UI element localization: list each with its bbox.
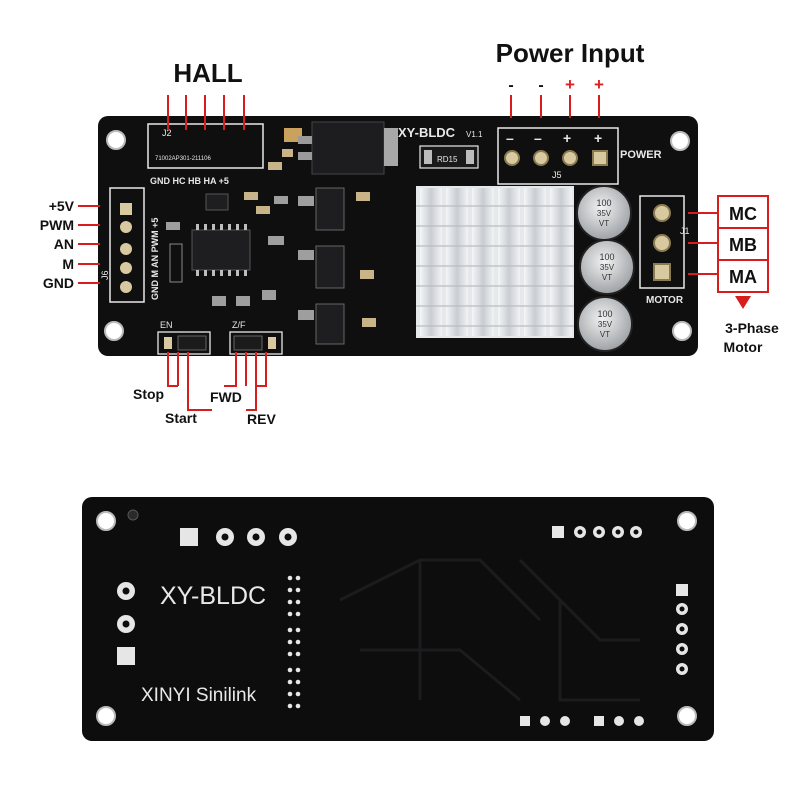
power-sign: + [594, 75, 604, 94]
power-input-title: Power Input [496, 38, 645, 68]
j1-terminal-outline [639, 195, 685, 289]
svg-text:VT: VT [599, 219, 609, 228]
mount-hole [672, 321, 692, 341]
motor-caption-line1: 3-Phase [725, 320, 779, 336]
bottom-board: XY-BLDC XINYI Sinilink [82, 497, 714, 741]
svg-text:VT: VT [600, 330, 610, 339]
board-version-label: V1.1 [466, 130, 483, 139]
pin-label-pwm: PWM [40, 217, 74, 233]
svg-text:100: 100 [597, 309, 612, 319]
callout-lines [78, 95, 718, 411]
capacitor: 100 35V VT [577, 296, 633, 352]
motor-pin [653, 234, 671, 252]
motor-phase-box [717, 195, 769, 293]
en-jumper-outline [157, 331, 211, 355]
motor-caption-line2: Motor [724, 339, 763, 355]
phase-label-mc: MC [729, 204, 757, 224]
mount-hole [96, 706, 116, 726]
jumper-label-start: Start [165, 410, 197, 426]
top-board: J2 71002AP301-211106 GND HC HB HA +5 XY-… [98, 116, 698, 356]
mount-hole [677, 511, 697, 531]
j1-label: J1 [680, 226, 690, 236]
jumper-label-stop: Stop [133, 386, 164, 402]
inductor [284, 128, 302, 142]
motor-arrow-icon [735, 296, 751, 309]
power-sign: + [565, 75, 575, 94]
motor-silk-label: MOTOR [646, 295, 684, 306]
j2-part-number: 71002AP301-211106 [155, 156, 211, 162]
svg-text:–: – [506, 130, 514, 146]
power-pin [504, 150, 520, 166]
j6-pin-labels: GND M AN PWM +5 [150, 218, 160, 300]
svg-text:35V: 35V [597, 209, 612, 218]
mount-hole [670, 131, 690, 151]
j6-pin [120, 262, 132, 274]
mount-hole [677, 706, 697, 726]
driver-ic [191, 229, 251, 271]
power-pin [562, 150, 578, 166]
pin-label-gnd: GND [43, 275, 74, 291]
j5-terminal-outline [497, 127, 619, 185]
j6-pin [120, 281, 132, 293]
voltage-regulator [311, 121, 385, 175]
svg-text:100: 100 [596, 198, 611, 208]
j6-pin [120, 243, 132, 255]
mount-hole [96, 511, 116, 531]
j6-pin [120, 203, 132, 215]
bottom-brand-label: XINYI Sinilink [141, 685, 257, 706]
pin-label-an: AN [54, 236, 74, 252]
rd15-label: RD15 [437, 155, 458, 164]
motor-pin [653, 204, 671, 222]
j6-label: J6 [100, 270, 110, 280]
mosfet-column [298, 187, 345, 345]
j5-label: J5 [552, 170, 562, 180]
en-silk-label: EN [160, 320, 173, 330]
bottom-pad [180, 528, 198, 546]
bottom-model-label: XY-BLDC [160, 582, 266, 610]
j6-header-outline [109, 187, 145, 303]
svg-text:VT: VT [602, 273, 612, 282]
mount-hole [104, 321, 124, 341]
capacitor: 100 35V VT [579, 239, 635, 295]
svg-text:–: – [534, 130, 542, 146]
hall-pin-labels: GND HC HB HA +5 [150, 176, 229, 186]
pin-label-m: M [62, 256, 74, 272]
pin-label-5v: +5V [49, 198, 75, 214]
jumper-label-fwd: FWD [210, 389, 242, 405]
phase-label-ma: MA [729, 267, 757, 287]
jumper-label-rev: REV [247, 411, 276, 427]
mount-hole [106, 130, 126, 150]
heatsink [416, 186, 574, 338]
capacitor: 100 35V VT [576, 185, 632, 241]
power-sign: - [538, 77, 543, 94]
hall-title: HALL [173, 58, 242, 88]
j2-label: J2 [162, 128, 172, 138]
svg-text:+: + [563, 130, 571, 146]
power-silk-label: POWER [620, 149, 662, 161]
motor-pin [653, 263, 671, 281]
power-pin [533, 150, 549, 166]
svg-text:100: 100 [599, 252, 614, 262]
rd15-diode [419, 145, 479, 169]
power-pin [592, 150, 608, 166]
power-sign: - [508, 77, 513, 94]
svg-text:+: + [594, 130, 602, 146]
svg-text:35V: 35V [598, 320, 613, 329]
board-model-label: XY-BLDC [398, 125, 456, 140]
svg-text:35V: 35V [600, 263, 615, 272]
phase-label-mb: MB [729, 235, 757, 255]
zf-silk-label: Z/F [232, 320, 246, 330]
j6-pin [120, 221, 132, 233]
